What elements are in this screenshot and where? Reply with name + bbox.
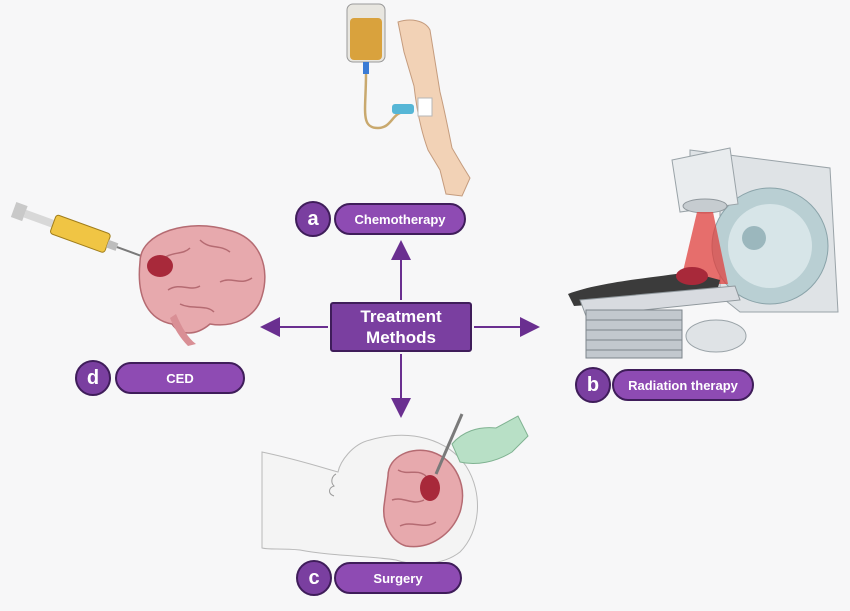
radiotherapy-machine-icon bbox=[568, 147, 839, 359]
surgery-label-pill: Surgery bbox=[334, 562, 462, 594]
badge-a: a bbox=[295, 201, 331, 237]
badge-d-letter: d bbox=[86, 366, 100, 389]
syringe-brain-icon bbox=[10, 201, 266, 346]
badge-a-letter: a bbox=[307, 207, 319, 230]
radiation-therapy-label-pill: Radiation therapy bbox=[612, 369, 754, 401]
surgery-label: Surgery bbox=[373, 570, 423, 586]
iv-drip-arm-icon bbox=[346, 3, 471, 197]
badge-c: c bbox=[296, 560, 332, 596]
ced-label: CED bbox=[166, 370, 194, 386]
ced-label-pill: CED bbox=[115, 362, 245, 394]
treatment-methods-box: Treatment Methods bbox=[330, 302, 472, 352]
brain-surgery-head-icon bbox=[261, 413, 529, 565]
radiation-therapy-label: Radiation therapy bbox=[628, 377, 738, 393]
badge-c-letter: c bbox=[308, 566, 320, 589]
connector-arrows bbox=[260, 240, 540, 418]
chemotherapy-label: Chemotherapy bbox=[354, 211, 446, 227]
badge-b-letter: b bbox=[586, 373, 600, 396]
badge-b: b bbox=[575, 367, 611, 403]
center-title-line2: Methods bbox=[366, 328, 436, 347]
badge-d: d bbox=[75, 360, 111, 396]
center-title-line1: Treatment bbox=[360, 307, 442, 326]
chemotherapy-label-pill: Chemotherapy bbox=[334, 203, 466, 235]
